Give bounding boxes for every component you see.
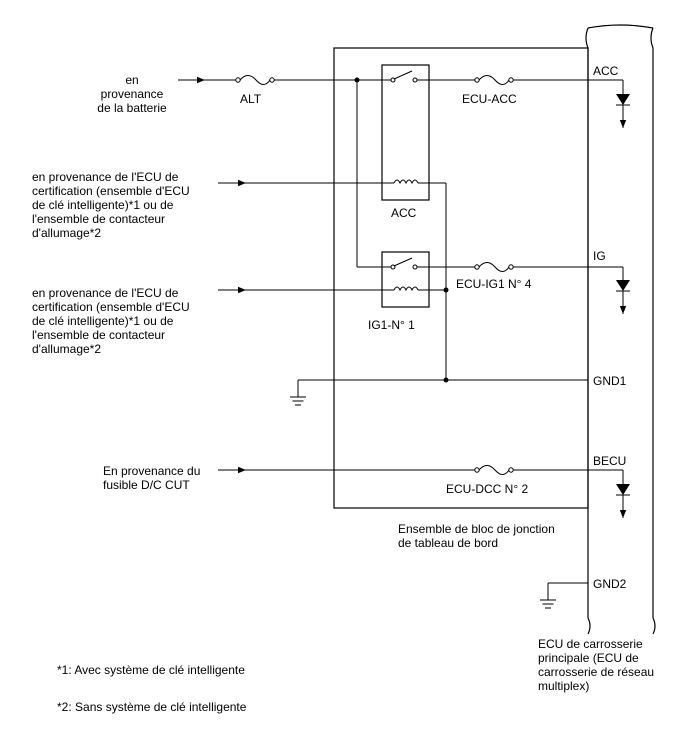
junction-block-label: Ensemble de bloc de jonction de tableau … — [398, 522, 555, 550]
dcc-fuse-input-label: En provenance du fusible D/C CUT — [103, 464, 201, 492]
becu-line — [218, 465, 630, 518]
acc-output-line — [429, 75, 630, 128]
ecu-dcc-fuse-label: ECU-DCC N° 2 — [446, 482, 529, 496]
terminal-ig-label: IG — [593, 249, 606, 263]
footnote-1: *1: Avec système de clé intelligente — [57, 663, 245, 677]
acc-relay — [381, 64, 430, 201]
terminal-gnd1-label: GND1 — [593, 374, 627, 388]
battery-input-label: en provenance de la batterie — [97, 73, 167, 115]
terminal-becu-label: BECU — [593, 454, 627, 468]
gnd2-line — [540, 582, 588, 609]
body-ecu-frame — [585, 27, 656, 635]
ig1-coil-input — [218, 286, 449, 294]
terminal-gnd2-label: GND2 — [593, 577, 627, 591]
ecu-acc-fuse-label: ECU-ACC — [462, 92, 517, 106]
gnd1-line — [290, 377, 588, 406]
body-ecu-label: ECU de carrosserie principale (ECU de ca… — [538, 637, 655, 693]
acc-relay-label: ACC — [391, 206, 417, 220]
ig1-relay — [381, 251, 430, 308]
battery-feed-line — [178, 75, 382, 268]
ecu-cert-input-label-1: en provenance de l'ECU de certification … — [32, 170, 190, 240]
ecu-ig1-fuse-label: ECU-IG1 N° 4 — [456, 277, 532, 291]
alt-fuse-label: ALT — [240, 92, 262, 106]
footnote-2: *2: Sans système de clé intelligente — [57, 700, 247, 714]
ig-output-line — [429, 262, 630, 314]
terminal-acc-label: ACC — [593, 64, 619, 78]
acc-coil-input — [218, 179, 447, 380]
ig1-relay-label: IG1-N° 1 — [368, 318, 415, 332]
ecu-cert-input-label-2: en provenance de l'ECU de certification … — [32, 286, 190, 356]
